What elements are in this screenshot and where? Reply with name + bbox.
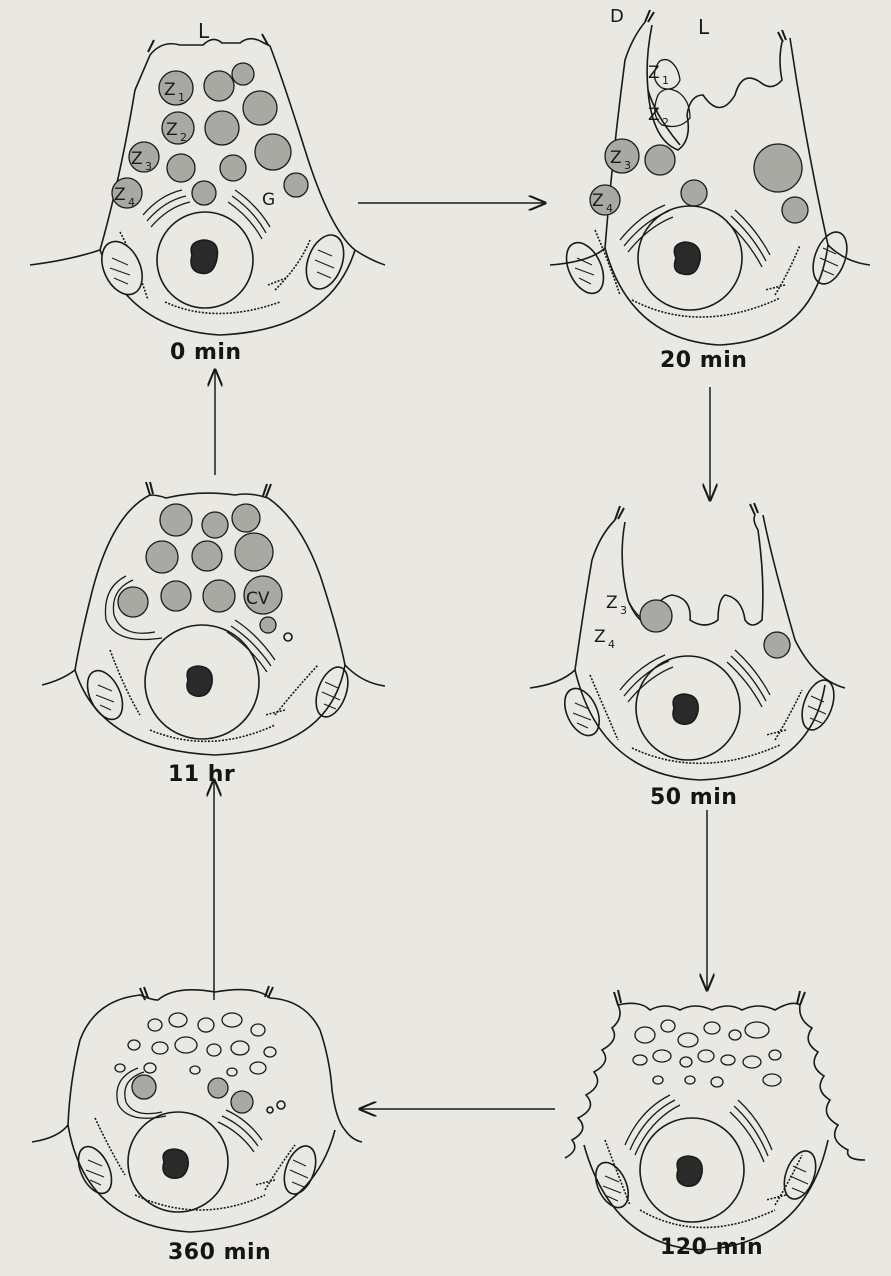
cell-0min — [30, 34, 385, 335]
svg-text:L: L — [698, 15, 710, 39]
labels-11hr: CV — [246, 589, 270, 609]
svg-text:3: 3 — [145, 160, 152, 173]
svg-text:3: 3 — [620, 604, 627, 617]
svg-text:Z: Z — [114, 185, 126, 205]
time-label-20min: 20 min — [660, 348, 747, 373]
svg-text:Z: Z — [648, 105, 660, 125]
svg-text:2: 2 — [662, 116, 669, 129]
cell-50min — [530, 503, 845, 780]
time-label-360min: 360 min — [168, 1240, 271, 1265]
time-label-11hr: 11 hr — [168, 762, 235, 787]
svg-text:Z: Z — [164, 80, 176, 100]
svg-text:Z: Z — [610, 148, 622, 168]
svg-text:L: L — [198, 19, 210, 43]
svg-text:1: 1 — [178, 91, 185, 104]
svg-text:3: 3 — [624, 159, 631, 172]
svg-text:Z: Z — [131, 149, 143, 169]
time-label-0min: 0 min — [170, 340, 242, 365]
cell-11hr — [42, 482, 385, 755]
svg-text:Z: Z — [648, 63, 660, 83]
svg-text:G: G — [262, 190, 275, 210]
svg-text:2: 2 — [180, 131, 187, 144]
svg-text:4: 4 — [608, 638, 615, 651]
svg-text:Z: Z — [592, 191, 604, 211]
svg-text:CV: CV — [246, 589, 270, 609]
svg-text:Z: Z — [606, 593, 618, 613]
svg-text:4: 4 — [606, 202, 613, 215]
cell-360min — [32, 986, 362, 1232]
cell-120min — [565, 990, 865, 1250]
cell-20min — [550, 10, 870, 345]
time-label-120min: 120 min — [660, 1235, 763, 1260]
svg-text:Z: Z — [166, 120, 178, 140]
svg-text:Z: Z — [594, 627, 606, 647]
svg-text:1: 1 — [662, 74, 669, 87]
time-label-50min: 50 min — [650, 785, 737, 810]
svg-text:D: D — [610, 6, 624, 27]
svg-text:4: 4 — [128, 196, 135, 209]
